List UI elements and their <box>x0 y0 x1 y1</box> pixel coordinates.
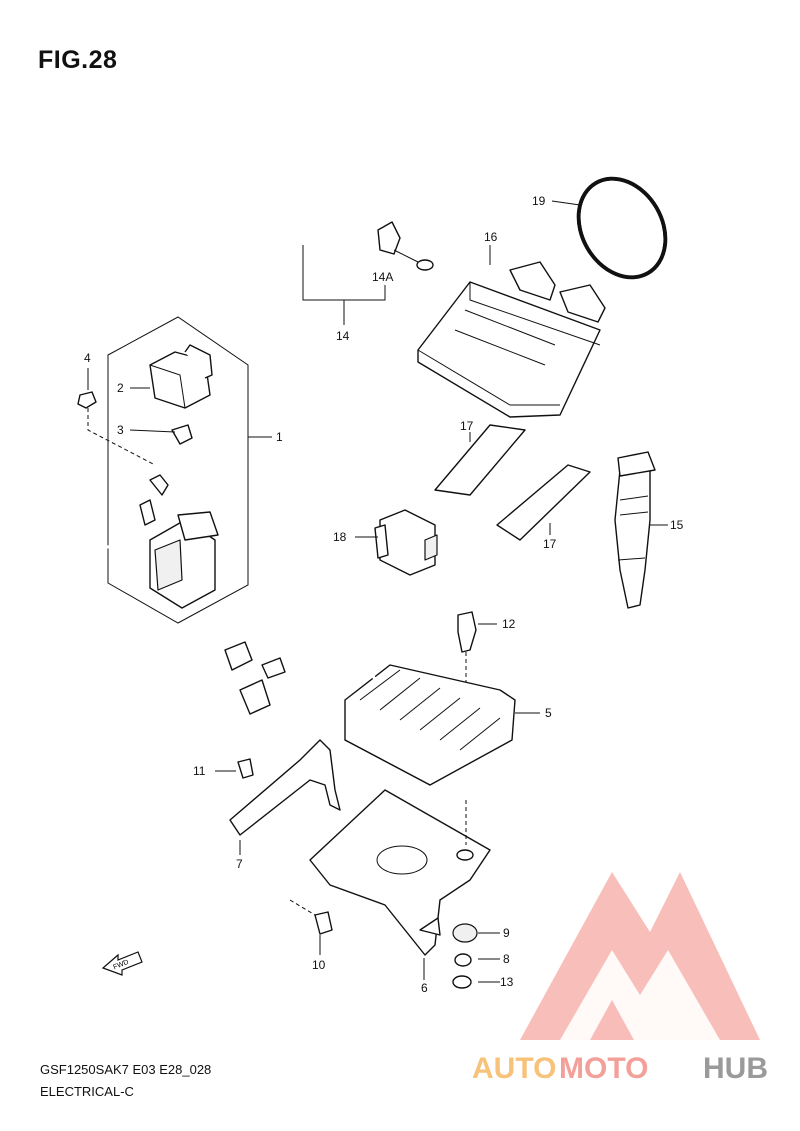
starter-relay-group-outline <box>107 316 249 624</box>
bolt-12 <box>457 611 477 690</box>
callout-5: 5 <box>545 706 552 720</box>
callout-1: 1 <box>276 430 283 444</box>
o-ring <box>576 176 668 280</box>
watermark-logo <box>520 872 760 1040</box>
wiring-harness <box>224 626 377 715</box>
callout-3: 3 <box>117 423 124 437</box>
cushion-pad-upper <box>434 424 526 496</box>
callout-13: 13 <box>500 975 514 989</box>
callout-4: 4 <box>84 351 91 365</box>
bracket-7 <box>229 739 341 836</box>
callout-6: 6 <box>421 981 428 995</box>
callout-labels: 1 2 3 4 5 6 7 8 9 10 11 12 13 14 14A 15 … <box>84 194 684 995</box>
callout-17-upper: 17 <box>460 419 474 433</box>
callout-14: 14 <box>336 329 350 343</box>
callout-7: 7 <box>236 857 243 871</box>
connector <box>374 509 438 576</box>
fuse <box>171 424 193 445</box>
leader-lines <box>87 200 668 983</box>
callout-19: 19 <box>532 194 546 208</box>
callout-18: 18 <box>333 530 347 544</box>
figure-section: ELECTRICAL-C <box>40 1084 134 1099</box>
bolt-10 <box>289 899 333 935</box>
callout-14a: 14A <box>372 270 393 284</box>
svg-text:MOTO: MOTO <box>559 1052 648 1085</box>
svg-text:HUB: HUB <box>703 1052 768 1085</box>
callout-15: 15 <box>670 518 684 532</box>
callout-11: 11 <box>193 764 206 778</box>
bolt-11 <box>237 758 254 779</box>
ignition-coil <box>614 451 656 609</box>
grommet <box>452 923 478 943</box>
regulator <box>344 664 516 786</box>
screw <box>77 391 156 466</box>
svg-text:AUTO: AUTO <box>472 1052 556 1085</box>
starter-relay <box>139 474 219 609</box>
callout-12: 12 <box>502 617 516 631</box>
ecu-module <box>417 261 606 418</box>
callout-8: 8 <box>503 952 510 966</box>
cable-terminal <box>377 221 434 271</box>
callout-2: 2 <box>117 381 124 395</box>
collar <box>454 953 472 967</box>
callout-10: 10 <box>312 958 326 972</box>
figure-title: FIG.28 <box>38 46 118 74</box>
cushion-pad-lower <box>496 464 591 541</box>
figure-code: GSF1250SAK7 E03 E28_028 <box>40 1062 212 1077</box>
nut <box>452 975 472 989</box>
callout-9: 9 <box>503 926 510 940</box>
callout-16: 16 <box>484 230 498 244</box>
battery-cable <box>54 209 386 549</box>
callout-17-lower: 17 <box>543 537 557 551</box>
fwd-arrow-icon: FWD <box>101 951 143 976</box>
relay-cover <box>149 344 213 409</box>
mounting-plate <box>309 789 491 956</box>
watermark-text: AUTO MOTO HUB <box>472 1052 768 1085</box>
